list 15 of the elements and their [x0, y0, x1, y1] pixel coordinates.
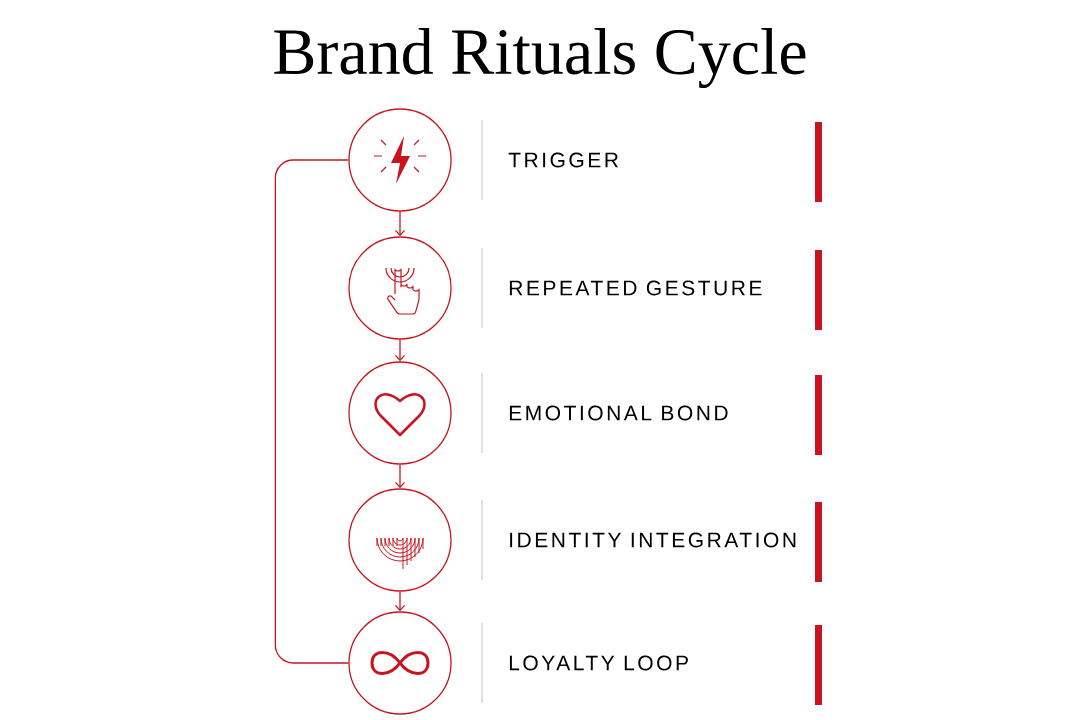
title: Brand Rituals Cycle [274, 28, 806, 88]
step-label: EMOTIONAL BOND [509, 405, 728, 421]
step-label: REPEATED GESTURE [509, 280, 762, 296]
icon-circle [348, 108, 452, 212]
step-label: LOYALTY LOOP [509, 655, 688, 671]
step-label: IDENTITY INTEGRATION [510, 532, 796, 548]
icon-circle [348, 611, 452, 715]
step-label: TRIGGER [508, 152, 618, 168]
arrow [394, 464, 406, 489]
icon-circle [348, 488, 452, 592]
arrow [394, 211, 406, 237]
arrow [394, 339, 406, 362]
icon-circle [348, 236, 452, 340]
icon-circle [348, 361, 452, 465]
arrow [394, 591, 406, 612]
